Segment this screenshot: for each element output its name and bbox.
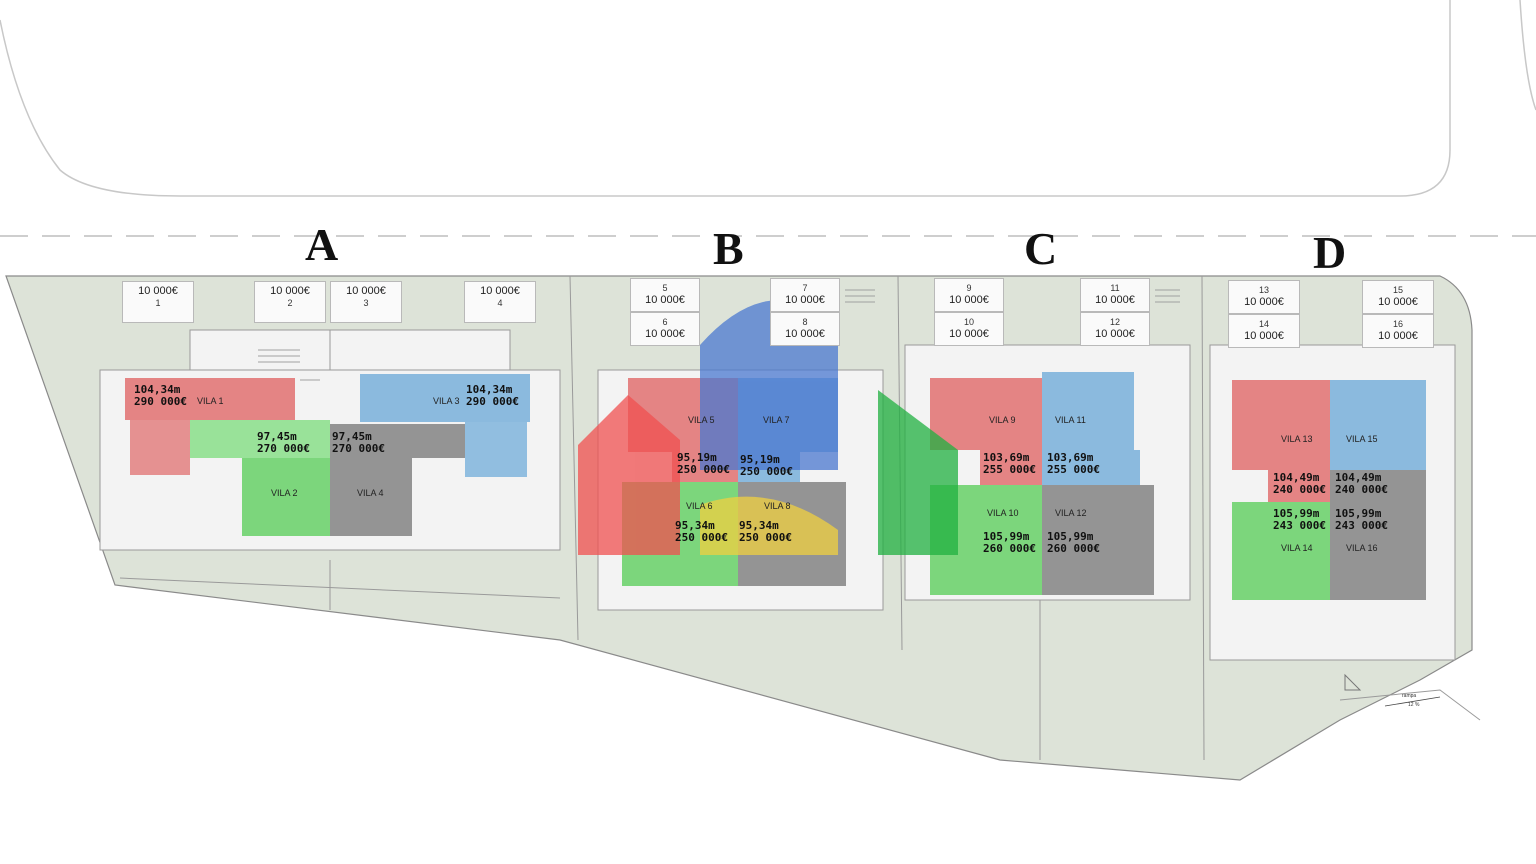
- villa-label-11: VILA 11: [1055, 415, 1086, 425]
- section-label-d: D: [1313, 227, 1347, 278]
- parking-spot-4: 10 000€4: [464, 281, 536, 323]
- ramp-slope: 12 %: [1408, 702, 1420, 708]
- villa-label-7: VILA 7: [763, 415, 790, 425]
- villa-15-footprint: [1330, 380, 1426, 470]
- ramp-word: rampa: [1402, 693, 1417, 699]
- villa-label-4: VILA 4: [357, 488, 384, 498]
- section-label-b: B: [713, 223, 744, 274]
- villa-12-footprint: [1042, 485, 1154, 595]
- parking-spot-2: 10 000€2: [254, 281, 326, 323]
- villa-11-footprint: [1042, 372, 1134, 450]
- parking-spot-1: 10 000€1: [122, 281, 194, 323]
- villa-label-15: VILA 15: [1346, 434, 1378, 444]
- section-label-a: A: [305, 219, 339, 270]
- villa-3-footprint: [360, 374, 530, 422]
- villa-label-14: VILA 14: [1281, 543, 1313, 553]
- villa-label-6: VILA 6: [686, 501, 713, 511]
- villa-4-footprint: [330, 424, 465, 458]
- villa-label-9: VILA 9: [989, 415, 1016, 425]
- villa-label-5: VILA 5: [688, 415, 715, 425]
- villa-label-1: VILA 1: [197, 396, 224, 406]
- villa-label-8: VILA 8: [764, 501, 791, 511]
- villa-label-12: VILA 12: [1055, 508, 1087, 518]
- villa-label-16: VILA 16: [1346, 543, 1378, 553]
- ramp-marker: [1344, 673, 1441, 707]
- villa-2-footprint: [190, 420, 330, 458]
- villa-label-3: VILA 3: [433, 396, 460, 406]
- villa-1-footprint: [125, 378, 295, 420]
- villa-13-footprint: [1232, 380, 1330, 470]
- villa-label-10: VILA 10: [987, 508, 1019, 518]
- villa-16-footprint: [1330, 502, 1426, 600]
- section-label-c: C: [1024, 223, 1058, 274]
- villa-14-footprint: [1232, 502, 1330, 600]
- parking-spot-3: 10 000€3: [330, 281, 402, 323]
- villa-label-2: VILA 2: [271, 488, 298, 498]
- villa-9-footprint: [930, 378, 1042, 450]
- villa-label-13: VILA 13: [1281, 434, 1313, 444]
- road-outline: [0, 0, 1451, 197]
